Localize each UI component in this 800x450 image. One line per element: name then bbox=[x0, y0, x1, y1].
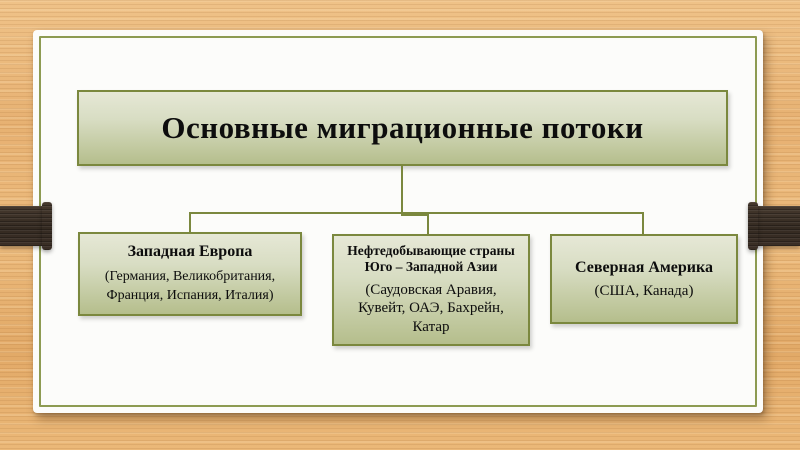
diagram-root-box: Основные миграционные потоки bbox=[77, 90, 728, 166]
connector-elbow bbox=[401, 214, 429, 216]
connector-horizontal-rail bbox=[189, 212, 644, 214]
connector-drop-middle bbox=[427, 212, 429, 235]
node-body: (Саудовская Аравия, Кувейт, ОАЭ, Бахрейн… bbox=[358, 281, 504, 336]
node-title: Нефтедобывающие страны Юго – Западной Аз… bbox=[347, 243, 515, 275]
right-clamp-bar bbox=[754, 206, 800, 246]
left-clamp-bar bbox=[0, 206, 46, 246]
connector-drop-left bbox=[189, 212, 191, 233]
node-title: Северная Америка bbox=[574, 258, 713, 276]
connector-drop-right bbox=[642, 212, 644, 235]
node-western-europe: Западная Европа (Германия, Великобритани… bbox=[78, 232, 302, 316]
slide-card: Основные миграционные потоки Западная Ев… bbox=[33, 30, 763, 413]
node-title: Западная Европа bbox=[127, 243, 253, 261]
left-clamp-flange bbox=[42, 202, 52, 250]
connector-root-vertical bbox=[401, 166, 403, 214]
node-southwest-asia-oil-states: Нефтедобывающие страны Юго – Западной Аз… bbox=[332, 234, 530, 346]
right-clamp-flange bbox=[748, 202, 758, 250]
node-body: (Германия, Великобритания, Франция, Испа… bbox=[104, 269, 276, 303]
node-body: (США, Канада) bbox=[594, 282, 694, 299]
node-north-america: Северная Америка (США, Канада) bbox=[550, 234, 738, 324]
diagram-title: Основные миграционные потоки bbox=[161, 110, 644, 145]
